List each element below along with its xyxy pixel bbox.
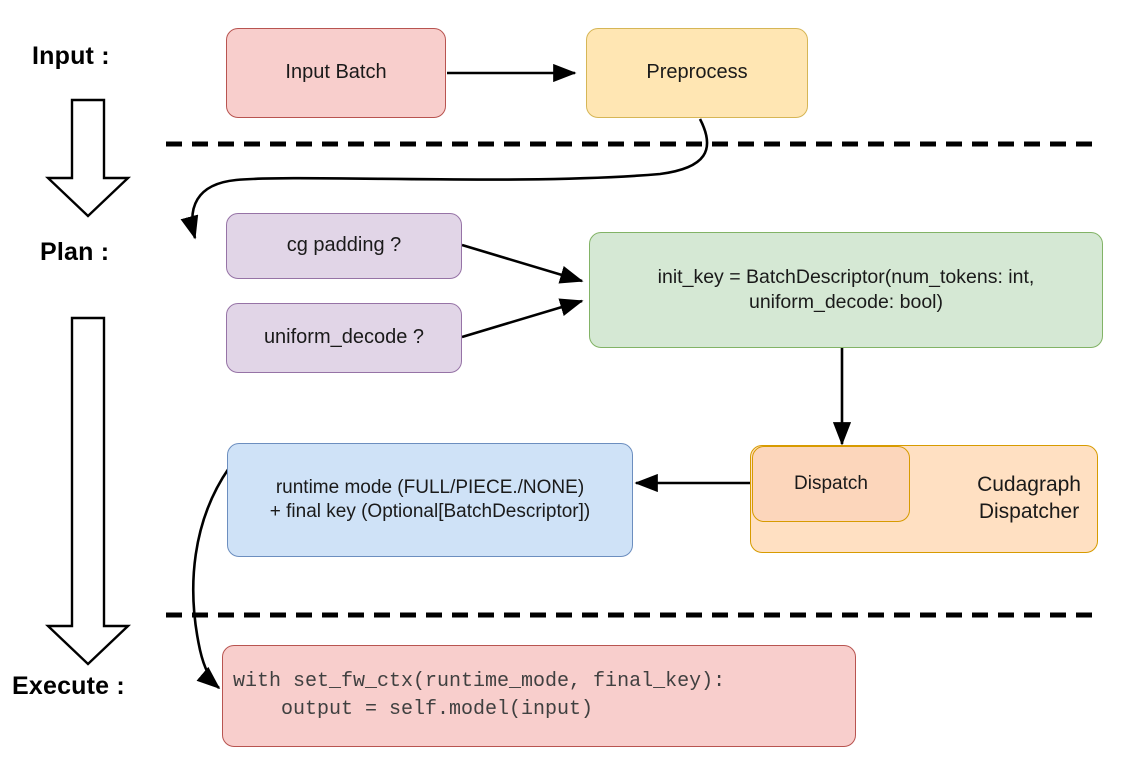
- stage-label-plan: Plan :: [40, 238, 110, 266]
- node-runtime-mode[interactable]: runtime mode (FULL/PIECE./NONE) + final …: [227, 443, 633, 557]
- node-execute-code[interactable]: with set_fw_ctx(runtime_mode, final_key)…: [222, 645, 856, 747]
- node-input-batch[interactable]: Input Batch: [226, 28, 446, 118]
- uniform-decode-to-init-key-arrow: [461, 298, 584, 339]
- node-init-key[interactable]: init_key = BatchDescriptor(num_tokens: i…: [589, 232, 1103, 348]
- node-cudagraph-dispatcher[interactable]: Cudagraph Dispatcher: [750, 445, 1098, 553]
- input-to-plan-block-arrow: [44, 98, 132, 218]
- stage-label-execute: Execute :: [12, 672, 125, 700]
- stage-label-input: Input :: [32, 42, 110, 70]
- node-preprocess[interactable]: Preprocess: [586, 28, 808, 118]
- node-uniform-decode[interactable]: uniform_decode ?: [226, 303, 462, 373]
- plan-to-execute-block-arrow: [44, 316, 132, 666]
- node-cg-padding[interactable]: cg padding ?: [226, 213, 462, 279]
- cg-padding-to-init-key-arrow: [461, 243, 584, 284]
- node-dispatch[interactable]: Dispatch: [752, 446, 910, 522]
